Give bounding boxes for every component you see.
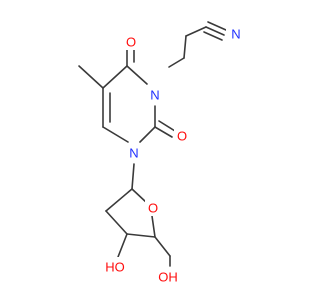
bond-c5-methyl xyxy=(78,65,104,89)
bond-triple-1 xyxy=(205,26,225,36)
bond-c4p-c5p xyxy=(154,236,171,257)
bond-c2-n1 xyxy=(139,126,156,143)
bond-c3p-oh xyxy=(117,233,128,258)
atom-n3: N xyxy=(148,84,164,103)
bond-c1p-o xyxy=(131,188,148,204)
bonds xyxy=(78,21,227,267)
bond-c2-o-double xyxy=(158,120,176,132)
n-nitrile-label: N xyxy=(231,27,240,42)
n3-label: N xyxy=(150,88,159,103)
bond-c2p-c1p xyxy=(105,188,133,212)
bond-c5-c4 xyxy=(102,65,128,89)
atom-o-c4: O xyxy=(124,32,138,50)
bond-c4p-c3p xyxy=(126,233,156,238)
structure-diagram: N O N O N O HO xyxy=(78,21,242,285)
atom-o-c2: O xyxy=(174,126,190,144)
o-ring-label: O xyxy=(148,201,158,216)
atom-oh-5p: OH xyxy=(154,267,182,285)
bond-n3-ch2 xyxy=(168,57,185,68)
atom-n1: N xyxy=(127,143,143,161)
oh-5p-label: OH xyxy=(158,270,178,285)
o-c2-label: O xyxy=(177,129,187,144)
atom-labels: N O N O N O HO xyxy=(102,24,242,285)
bond-c3p-c2p xyxy=(105,210,128,235)
molecule-canvas: N O N O N O HO xyxy=(78,21,242,285)
bond-triple-3 xyxy=(207,21,227,31)
atom-n-nitrile: N xyxy=(226,24,242,42)
bond-c2-o xyxy=(154,126,173,138)
atom-ho-3p: HO xyxy=(102,257,128,275)
bond-c4-n3 xyxy=(126,65,148,85)
bond-triple-2 xyxy=(203,31,223,41)
bond-n1-c6 xyxy=(102,126,129,143)
bond-ch2-ch2 xyxy=(183,35,187,59)
bond-n1-c1p xyxy=(131,163,135,190)
bond-o-c4p xyxy=(151,215,156,238)
ho-3p-label: HO xyxy=(105,260,125,275)
n1-label: N xyxy=(129,146,138,161)
atom-o-ring: O xyxy=(145,198,161,216)
o-c4-label: O xyxy=(126,35,136,50)
bond-ch2-cn xyxy=(185,26,207,37)
